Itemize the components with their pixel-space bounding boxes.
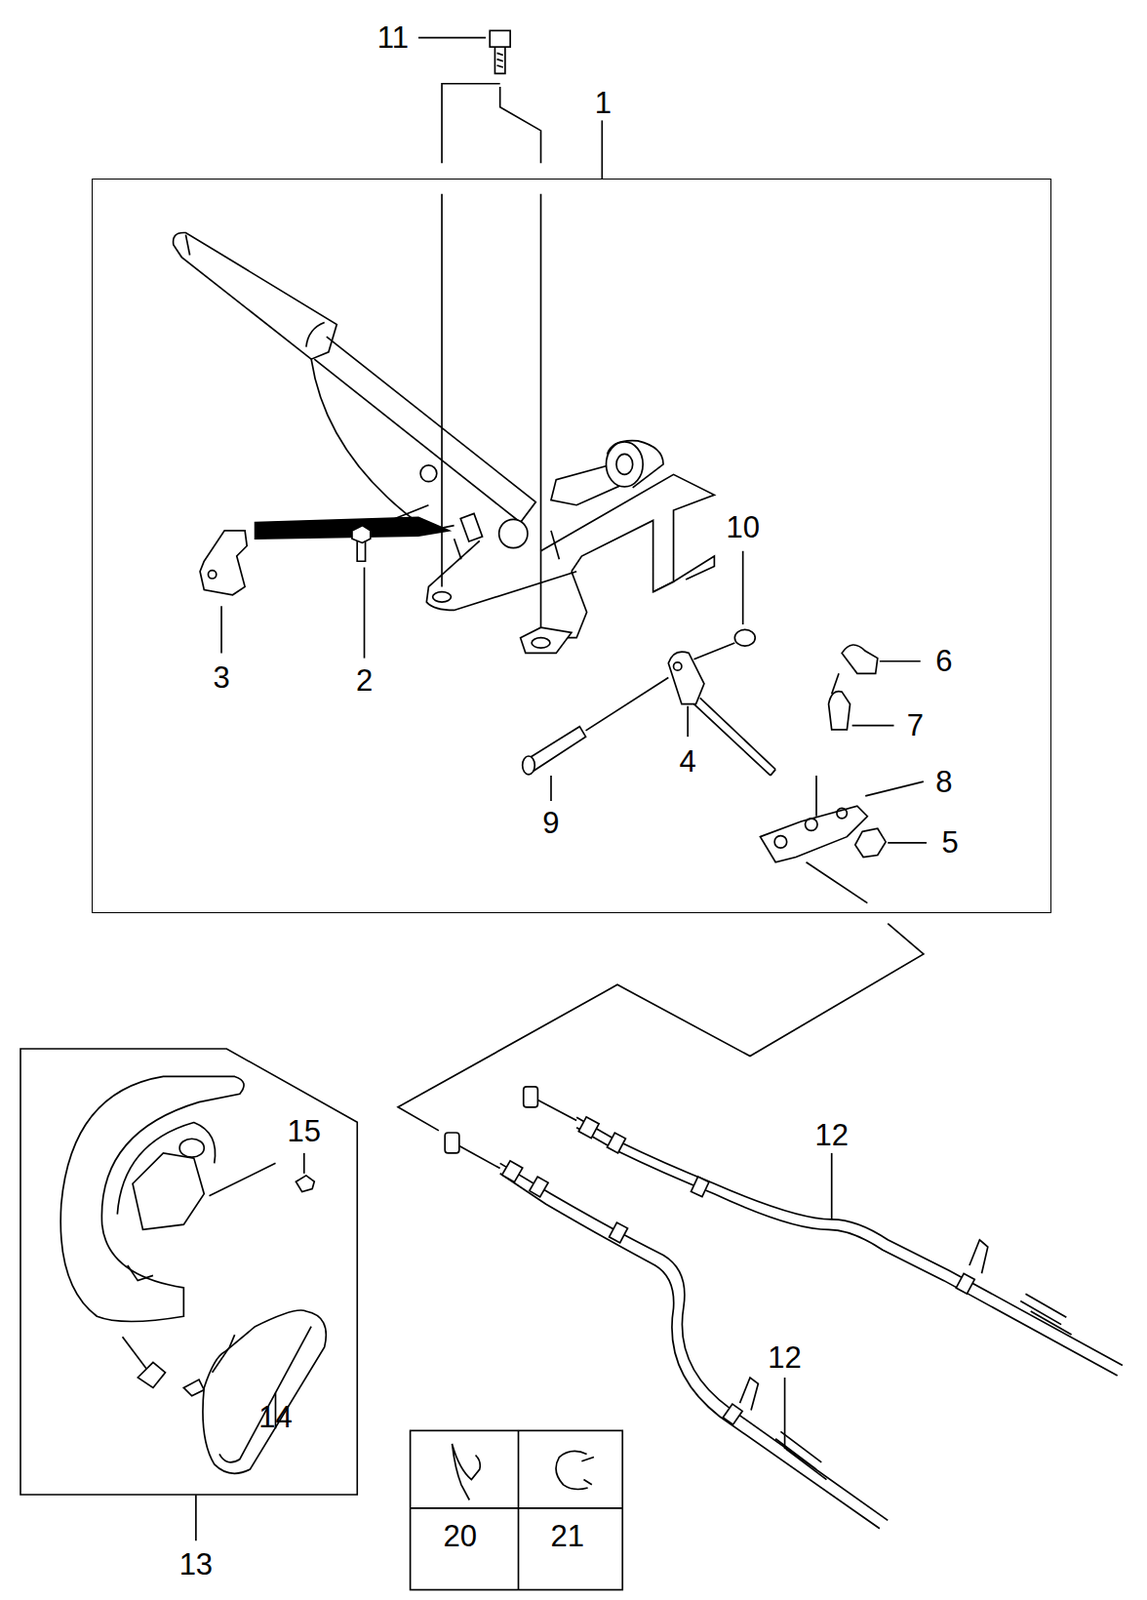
callout-wrap: 20 [443, 1520, 477, 1551]
callout-number: 12 [767, 1342, 801, 1373]
callout-number: 7 [907, 710, 924, 741]
callout-wrap: 2 [355, 665, 373, 696]
callout-number: 13 [179, 1548, 213, 1580]
callout-wrap: 5 [941, 827, 958, 858]
callout-wrap: 10 [725, 512, 759, 543]
part-group-box: 1 [91, 178, 1051, 913]
callout-wrap: 11 [377, 22, 409, 53]
callout-number: 10 [725, 512, 759, 543]
callout-number: 14 [258, 1401, 292, 1432]
callout-number: 6 [935, 645, 952, 676]
callout-number: 15 [287, 1115, 321, 1147]
callout-number: 20 [443, 1520, 477, 1551]
callout-number: 1 [594, 87, 612, 119]
callout-wrap: 8 [935, 766, 952, 797]
callout-wrap: 6 [935, 645, 952, 676]
callout-wrap: 12 [767, 1342, 801, 1373]
callout-wrap: 15 [287, 1115, 321, 1147]
callout-wrap: 12 [814, 1119, 848, 1150]
callout-wrap: 7 [907, 710, 924, 741]
callout-number: 8 [935, 766, 952, 797]
callout-number: 5 [941, 827, 958, 858]
callout-number: 2 [355, 665, 373, 696]
callout-number: 3 [212, 662, 230, 693]
callout-wrap: 9 [542, 807, 559, 838]
callout-wrap: 3 [212, 662, 230, 693]
callout-number: 12 [814, 1119, 848, 1150]
callout-number: 9 [542, 807, 559, 838]
callout-wrap: 21 [550, 1520, 584, 1551]
callout-number: 4 [679, 746, 697, 777]
callout-number: 11 [377, 22, 409, 53]
callout-number: 21 [550, 1520, 584, 1551]
callout-wrap: 4 [679, 746, 697, 777]
callout-wrap: 14 [258, 1401, 292, 1432]
